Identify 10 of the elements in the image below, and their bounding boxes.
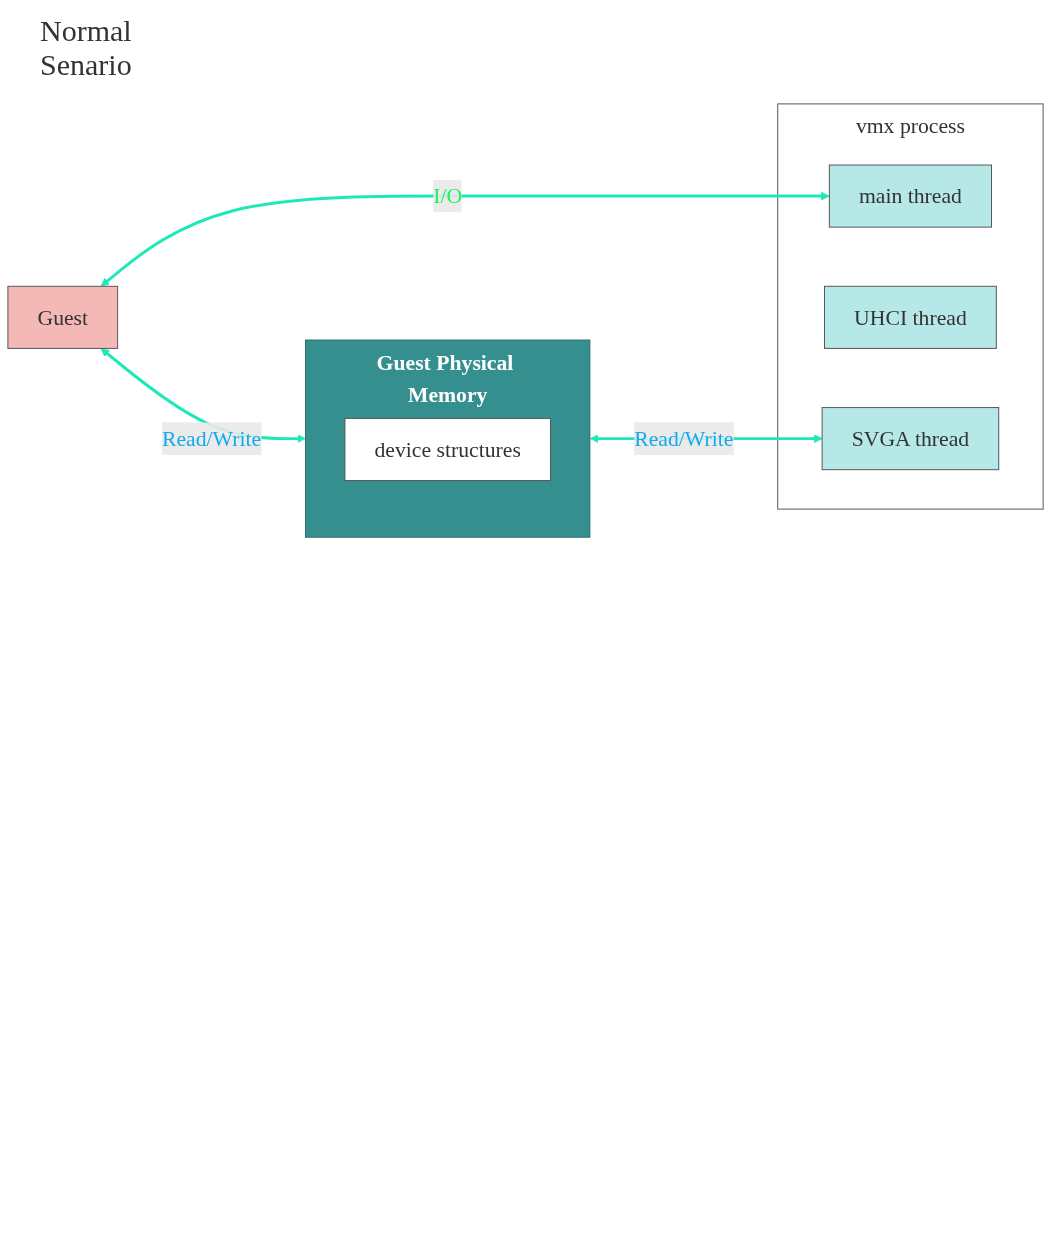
node-box: device structures — [344, 417, 551, 482]
node-box: Guest — [7, 285, 119, 349]
node-box: SVGA thread — [821, 407, 1000, 471]
diagram-title: Normal Senario — [39, 13, 133, 83]
edge-label: Read/Write — [162, 426, 262, 451]
edge-label: I/O — [433, 183, 463, 209]
arrow — [100, 191, 830, 287]
node-box: main thread — [828, 164, 992, 228]
node-box: UHCI thread — [824, 285, 997, 349]
edge-label: Read/Write — [634, 426, 734, 451]
